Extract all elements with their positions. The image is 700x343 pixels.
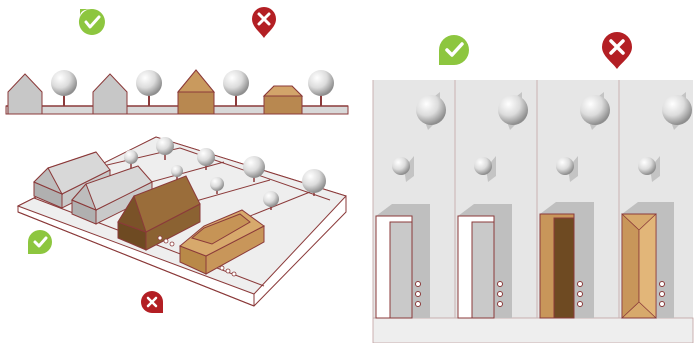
plan-lot	[457, 92, 528, 319]
check-badge-icon	[78, 9, 105, 35]
plan-tree	[638, 157, 656, 175]
plan-street	[372, 317, 694, 343]
check-badge-icon	[28, 230, 52, 254]
plan-tree	[662, 95, 692, 125]
dot-bollards	[157, 235, 237, 277]
cross-badge-icon	[602, 32, 632, 69]
grey-gabled-house	[7, 73, 43, 115]
plan-lot	[539, 92, 610, 319]
cross-badge-icon	[141, 291, 163, 313]
street-elevation-panel	[5, 69, 349, 115]
plan-lot	[375, 92, 446, 319]
street-tree	[51, 70, 77, 106]
street-tree	[136, 70, 162, 106]
plan-tree	[474, 157, 492, 175]
grey-row-house	[71, 165, 153, 225]
plan-tree	[498, 95, 528, 125]
street-tree	[223, 70, 249, 106]
plan-tree	[556, 157, 574, 175]
plan-view-panel	[372, 80, 694, 343]
block-tree	[156, 137, 174, 160]
check-badge-icon	[439, 35, 469, 65]
block-tree	[124, 150, 138, 168]
plan-tree	[392, 157, 410, 175]
block-tree	[197, 148, 215, 170]
block-tree	[171, 165, 183, 180]
plan-tree	[416, 95, 446, 125]
tan-hipped-house	[179, 209, 265, 275]
plan-lot	[621, 92, 692, 319]
block-tree	[263, 191, 279, 210]
block-tree	[210, 177, 224, 194]
street-tree	[308, 70, 334, 106]
block-tree	[302, 169, 326, 196]
cross-badge-icon	[252, 7, 276, 38]
grey-gabled-house	[92, 73, 128, 115]
isometric-block-panel	[16, 136, 347, 307]
block-tree	[243, 156, 265, 182]
plan-tree	[580, 95, 610, 125]
